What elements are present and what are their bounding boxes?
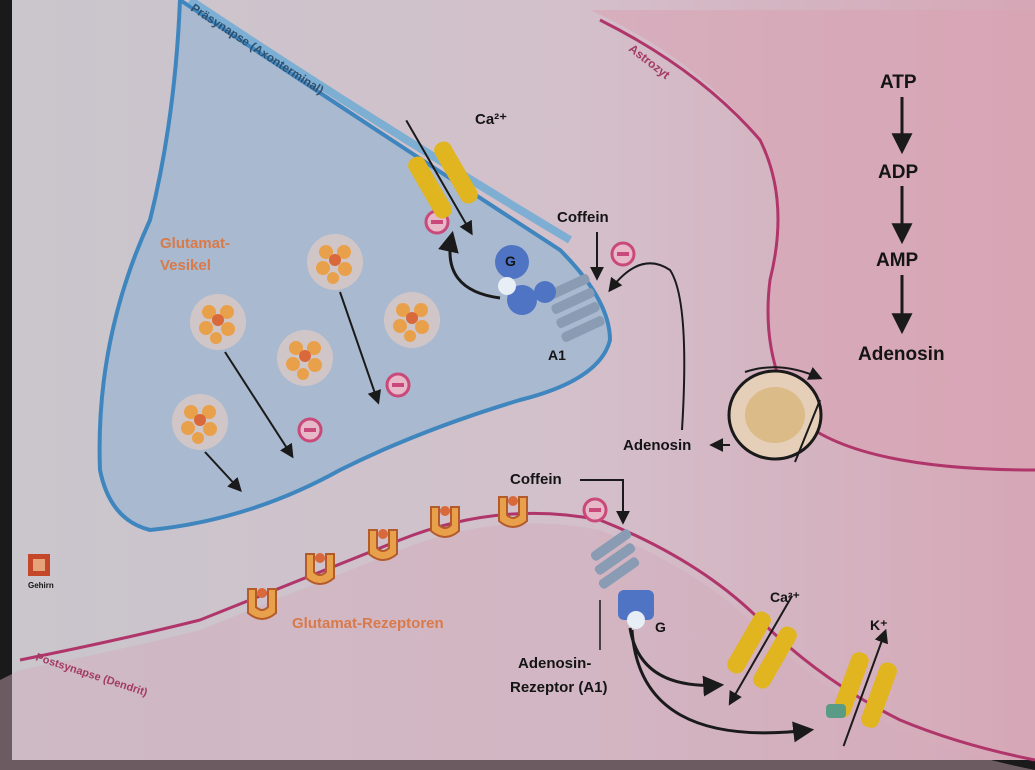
a1-label-top: A1: [548, 347, 566, 363]
adenosin-receptor-label-2: Rezeptor (A1): [510, 679, 608, 696]
inhibit-icon: [584, 499, 606, 521]
atp-label: ATP: [880, 72, 917, 93]
glutamate-vesicle: [384, 292, 440, 348]
calcium-label-top: Ca²⁺: [475, 111, 507, 128]
glutamate-receptors-label: Glutamat-Rezeptoren: [292, 615, 444, 632]
logo-text: Gehirn: [28, 581, 54, 590]
adenosin-label-middle: Adenosin: [623, 437, 691, 454]
g-label-top: G: [505, 253, 516, 269]
adp-label: ADP: [878, 162, 918, 183]
coffein-label-bottom: Coffein: [510, 471, 562, 488]
inhibit-icon: [612, 243, 634, 265]
adenosin-label-top: Adenosin: [858, 344, 945, 365]
coffein-label-top: Coffein: [557, 209, 609, 226]
glutamate-vesicle-label-1: Glutamat-: [160, 235, 230, 252]
inhibit-icon: [387, 374, 409, 396]
glutamate-vesicle: [277, 330, 333, 386]
k-label: K⁺: [870, 617, 888, 633]
amp-label: AMP: [876, 250, 919, 271]
glutamate-vesicle-label-2: Vesikel: [160, 257, 211, 274]
glutamate-vesicle: [307, 234, 363, 290]
left-border: [0, 0, 12, 770]
adenosin-receptor-label-1: Adenosin-: [518, 655, 591, 672]
g-label-bottom: G: [655, 619, 666, 635]
k-channel-g-subunit: [826, 704, 846, 718]
glutamate-vesicle: [190, 294, 246, 350]
glutamate-vesicle: [172, 394, 228, 450]
inhibit-icon: [299, 419, 321, 441]
calcium-label-bottom: Ca²⁺: [770, 589, 800, 605]
